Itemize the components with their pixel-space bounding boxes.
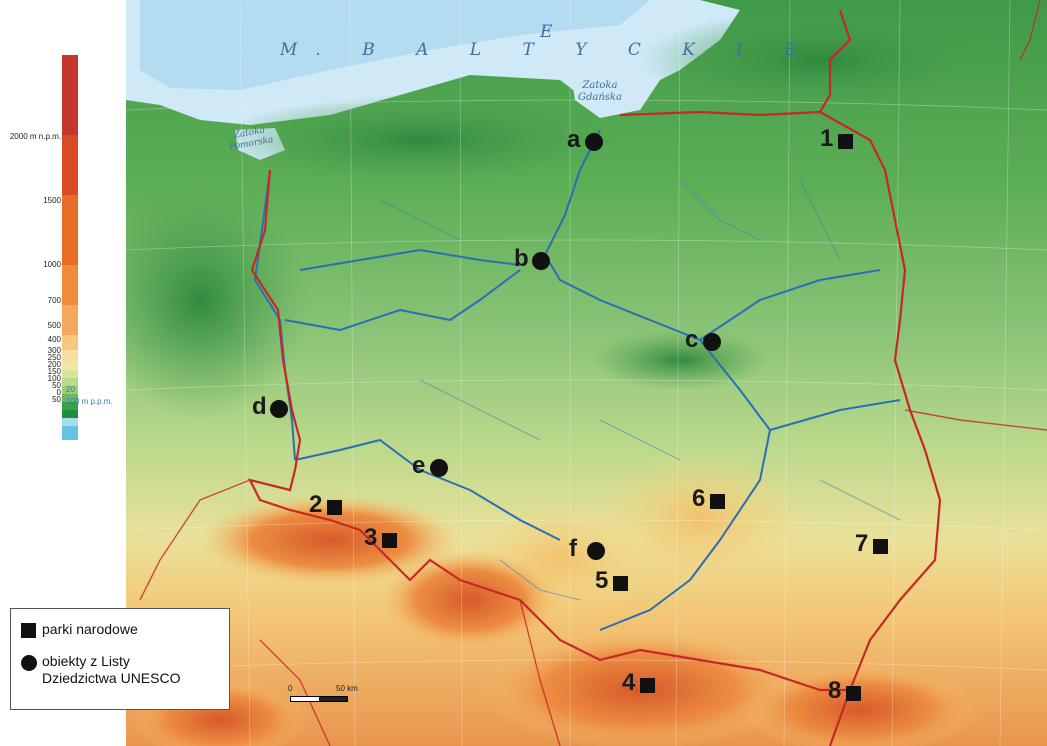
elevation-band — [62, 335, 78, 350]
elevation-band — [62, 362, 78, 370]
elevation-label: 50 — [52, 395, 61, 404]
elevation-band — [62, 265, 78, 305]
unesco-site-marker — [703, 333, 721, 351]
unesco-site-label: c — [685, 326, 699, 353]
baltic-sea-deep — [140, 0, 650, 90]
river-odra — [294, 439, 561, 541]
elevation-label: 250 — [47, 353, 61, 362]
sea-name: M. B A L T Y C K I E — [280, 40, 815, 60]
elevation-label: 500 — [47, 321, 61, 330]
scale-bar: 0 50 km — [286, 684, 366, 702]
national-border — [247, 9, 942, 746]
sudetes-east — [380, 550, 560, 650]
graticule — [125, 0, 1047, 746]
legend-unesco-label: obiekty z Listy Dziedzictwa UNESCO — [42, 653, 181, 686]
elevation-label: 150 — [47, 367, 61, 376]
unesco-site-label: b — [514, 245, 529, 272]
west-lowland — [90, 180, 310, 420]
elevation-band — [62, 378, 78, 386]
unesco-site-marker — [587, 542, 605, 560]
elevation-band — [62, 426, 78, 440]
unesco-site-label: d — [252, 393, 267, 420]
sea-depth-label: 100 m p.p.m. — [66, 397, 113, 406]
elevation-band — [62, 418, 78, 426]
unesco-site-label: a — [567, 126, 581, 153]
elevation-label: 100 — [47, 374, 61, 383]
national-park-label: 3 — [364, 524, 378, 551]
legend-parks-label: parki narodowe — [42, 621, 138, 637]
elevation-label: 700 — [47, 296, 61, 305]
gulf-gdansk — [570, 60, 660, 118]
national-park-label: 7 — [855, 530, 869, 557]
elevation-band — [62, 370, 78, 378]
sea-name-main: M. B A L T Y C K I E — [280, 40, 815, 60]
scale-bar-graphic — [290, 696, 348, 702]
gulf-gdansk-label: Zatoka Gdańska — [578, 80, 622, 103]
bieszczady — [740, 665, 980, 746]
unesco-site-label: e — [412, 452, 426, 479]
elevation-label: 200 — [47, 360, 61, 369]
unesco-site-label: f — [569, 535, 577, 562]
elevation-band — [62, 55, 78, 135]
scale-start-label: 0 — [288, 684, 293, 693]
elevation-band — [62, 195, 78, 265]
river-narew — [699, 269, 881, 341]
national-park-marker — [838, 134, 853, 149]
national-park-label: 4 — [622, 669, 636, 696]
foreign-borders — [139, 0, 1047, 746]
unesco-site-marker — [430, 459, 448, 477]
streams — [379, 179, 901, 601]
sea-depth-label: 20 — [66, 385, 75, 394]
elevation-band — [62, 410, 78, 418]
national-park-label: 8 — [828, 677, 842, 704]
national-park-marker — [710, 494, 725, 509]
elevation-band — [62, 386, 78, 394]
vistula-valley — [590, 330, 770, 390]
elevation-label: 1000 — [43, 260, 61, 269]
elevation-label: 50 — [52, 381, 61, 390]
elevation-label: 2000 m n.p.m. — [9, 132, 61, 141]
national-park-marker — [382, 533, 397, 548]
elevation-label: 1500 — [43, 196, 61, 205]
national-park-marker — [327, 500, 342, 515]
scale-end-label: 50 km — [336, 684, 358, 693]
elevation-label: 400 — [47, 335, 61, 344]
elevation-band — [62, 402, 78, 410]
elevation-band — [62, 394, 78, 402]
legend-row-parks: parki narodowe — [21, 621, 138, 638]
river-bug — [769, 399, 901, 431]
elevation-label: 300 — [47, 346, 61, 355]
national-park-label: 5 — [595, 567, 609, 594]
national-park-label: 1 — [820, 125, 834, 152]
elevation-band — [62, 135, 78, 195]
elevation-band — [62, 305, 78, 335]
river-warta — [284, 269, 521, 331]
circle-marker-icon — [21, 655, 37, 671]
square-marker-icon — [21, 623, 36, 638]
elevation-label: 0 — [56, 388, 61, 397]
map-legend: parki narodowe obiekty z Listy Dziedzict… — [10, 608, 230, 710]
national-park-marker — [613, 576, 628, 591]
unesco-site-marker — [270, 400, 288, 418]
sea-name-tail: E — [540, 22, 571, 42]
elevation-band — [62, 350, 78, 362]
masuria-lowland — [640, 10, 1000, 110]
national-park-label: 2 — [309, 491, 323, 518]
national-park-label: 6 — [692, 485, 706, 512]
coastal-lowland — [220, 95, 620, 185]
sudetes — [200, 495, 460, 585]
unesco-site-marker — [532, 252, 550, 270]
legend-row-unesco: obiekty z Listy Dziedzictwa UNESCO — [21, 653, 180, 687]
unesco-site-marker — [585, 133, 603, 151]
national-park-marker — [846, 686, 861, 701]
national-park-marker — [640, 678, 655, 693]
national-park-marker — [873, 539, 888, 554]
